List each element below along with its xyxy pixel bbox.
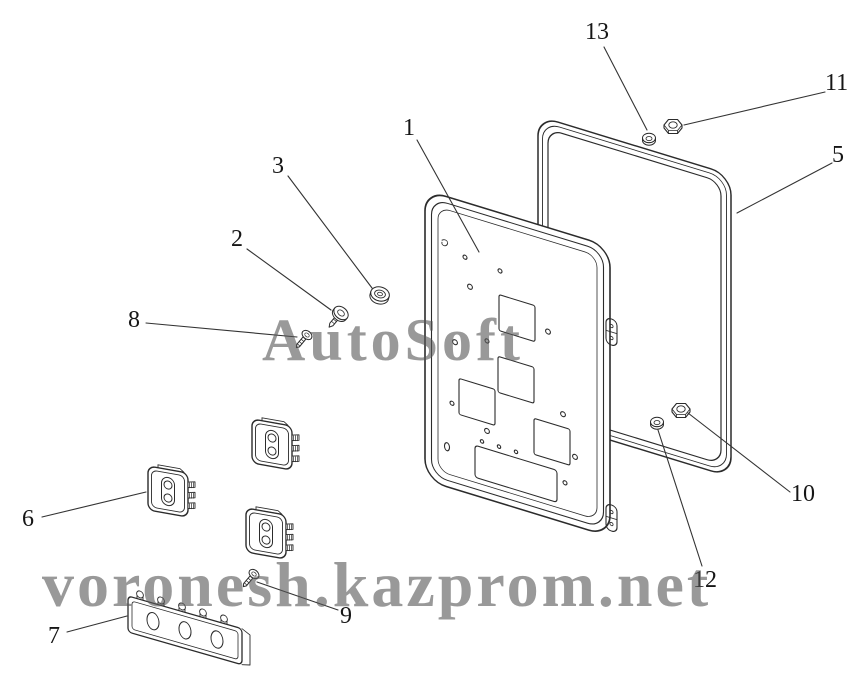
leader-lines <box>41 46 833 633</box>
callout-12: 12 <box>693 567 717 593</box>
switch-block-left <box>147 462 196 519</box>
callout-9: 9 <box>340 603 352 629</box>
hinge-upper <box>605 318 618 346</box>
flange-washer-mid <box>650 416 664 430</box>
hex-nut-top <box>663 118 683 135</box>
callout-8: 8 <box>128 307 140 333</box>
stud-part <box>328 305 349 328</box>
callout-3: 3 <box>272 153 284 179</box>
screw-9-part <box>242 568 260 588</box>
hex-nut-mid <box>671 402 691 419</box>
callout-10: 10 <box>791 481 815 507</box>
callout-7: 7 <box>48 623 60 649</box>
switch-block-lower <box>245 504 294 561</box>
callout-2: 2 <box>231 226 243 252</box>
switch-block-upper <box>251 415 300 472</box>
grommet-part <box>369 286 390 305</box>
callout-6: 6 <box>22 506 34 532</box>
switch-strip-part <box>127 590 251 666</box>
screw-8-part <box>295 329 313 349</box>
panel-part <box>424 194 618 532</box>
callout-5: 5 <box>832 142 844 168</box>
hinge-lower <box>605 504 618 532</box>
callout-1: 1 <box>403 115 415 141</box>
callout-13: 13 <box>585 19 609 45</box>
flange-washer-top <box>642 132 656 146</box>
callout-11: 11 <box>825 70 849 96</box>
